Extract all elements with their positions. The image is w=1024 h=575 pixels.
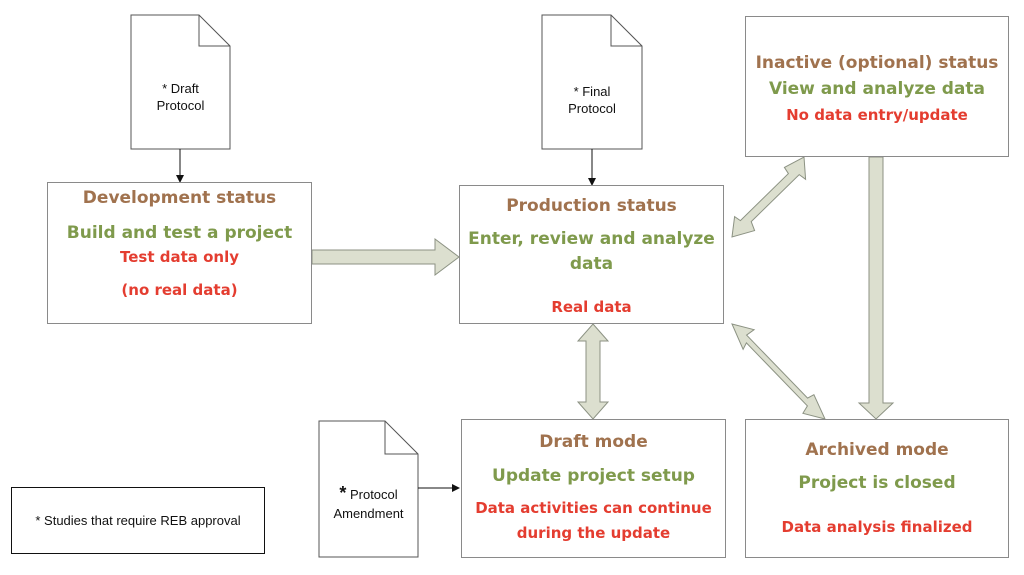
draft-mode-box: Draft mode Update project setup Data act… [461, 419, 726, 558]
inactive-to-archived-arrow [857, 156, 895, 420]
production-status-subtitle-2: data [569, 254, 614, 274]
draft-mode-title: Draft mode [539, 432, 648, 452]
draft-mode-detail-1: Data activities can continue [475, 499, 712, 517]
development-status-detail-1: Test data only [119, 248, 239, 266]
draft-protocol-label: * Draft Protocol [156, 81, 205, 113]
archived-mode-title: Archived mode [805, 440, 949, 460]
development-status-box: Development status Build and test a proj… [47, 182, 312, 324]
production-status-subtitle-1: Enter, review and analyze [468, 229, 715, 249]
draft-protocol-document-icon [130, 14, 231, 150]
inactive-status-title: Inactive (optional) status [755, 53, 999, 73]
reb-approval-footnote: * Studies that require REB approval [11, 487, 265, 554]
production-status-detail: Real data [551, 298, 632, 316]
draft-mode-detail-2: during the update [516, 524, 671, 542]
final-protocol-label: * Final Protocol [568, 84, 616, 116]
development-status-title: Development status [82, 188, 277, 208]
protocol-amendment-document-icon [318, 420, 419, 558]
protocol-amendment-label: * Protocol Amendment [333, 483, 404, 522]
production-status-box: Production status Enter, review and anal… [459, 185, 724, 324]
inactive-status-box: Inactive (optional) status View and anal… [745, 16, 1009, 157]
development-status-subtitle: Build and test a project [66, 223, 293, 243]
production-draft-double-arrow [576, 323, 610, 420]
development-status-detail-2: (no real data) [121, 281, 238, 299]
final-protocol-document-icon [541, 14, 643, 150]
archived-mode-subtitle: Project is closed [798, 473, 956, 493]
amendment-star: * [339, 483, 347, 503]
production-status-title: Production status [506, 196, 677, 216]
inactive-status-subtitle: View and analyze data [768, 79, 986, 99]
inactive-status-detail: No data entry/update [786, 106, 968, 124]
draft-mode-subtitle: Update project setup [492, 466, 695, 486]
production-archived-double-arrow [731, 323, 826, 420]
archived-mode-detail: Data analysis finalized [781, 518, 973, 536]
archived-mode-box: Archived mode Project is closed Data ana… [745, 419, 1009, 558]
production-inactive-double-arrow [731, 156, 807, 238]
development-to-production-arrow [311, 238, 460, 276]
